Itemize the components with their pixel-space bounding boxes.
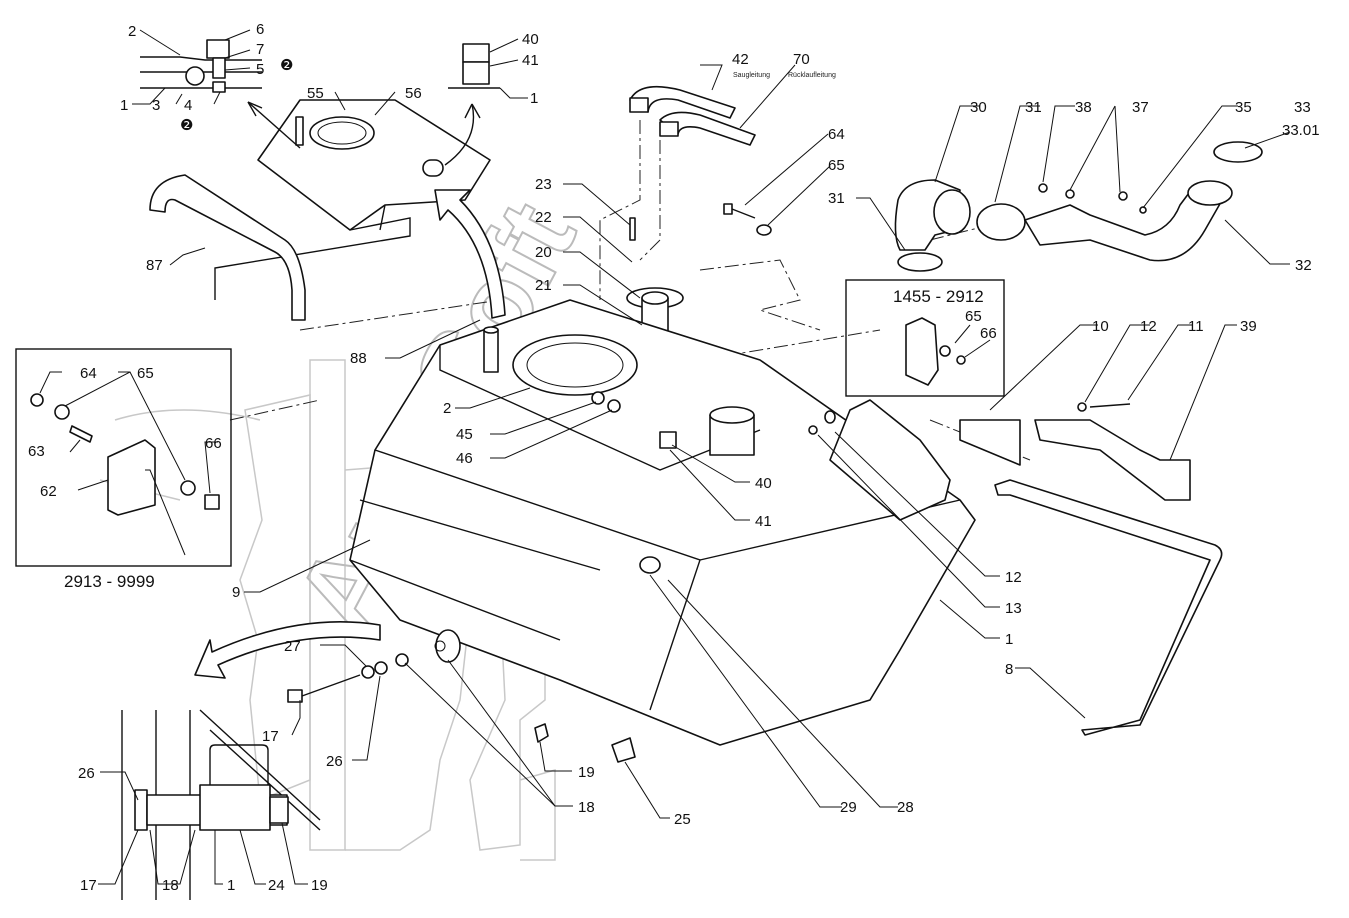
hose-note-return: Rücklaufleitung (788, 72, 836, 79)
callout: 4 (184, 97, 192, 114)
callout-marker: ❷ (280, 57, 293, 74)
assembly-arrow-up (434, 189, 506, 319)
callout: 12 (1140, 318, 1157, 335)
mount-cross-section (121, 709, 321, 900)
callout: 1 (227, 877, 235, 894)
fitting-40-41-top (448, 43, 500, 89)
callout: 62 (40, 483, 57, 500)
callout: 2 (443, 400, 451, 417)
tank-top-detail (214, 99, 491, 300)
callout: 18 (578, 799, 595, 816)
callout: 26 (326, 753, 343, 770)
callout: 46 (456, 450, 473, 467)
hose-note-suction: Saugleitung (733, 72, 770, 79)
callout: 64 (828, 126, 845, 143)
callout: 17 (262, 728, 279, 745)
mounting-brackets (808, 399, 1223, 736)
callout: 3 (152, 97, 160, 114)
callout: 56 (405, 85, 422, 102)
callout-marker: ❷ (180, 117, 193, 134)
inset-right-1455-2912 (845, 279, 1005, 397)
callout: 70 (793, 51, 810, 68)
callout: 21 (535, 277, 552, 294)
callout: 2 (128, 23, 136, 40)
callout: 40 (755, 475, 772, 492)
callout: 1 (1005, 631, 1013, 648)
callout: 19 (578, 764, 595, 781)
callout: 8 (1005, 661, 1013, 678)
range-label-left: 2913 - 9999 (64, 572, 155, 591)
callout: 88 (350, 350, 367, 367)
hose-87 (149, 174, 306, 321)
callout: 23 (535, 176, 552, 193)
callout: 31 (828, 190, 845, 207)
callout: 45 (456, 426, 473, 443)
callout: 66 (205, 435, 222, 452)
callout: 29 (840, 799, 857, 816)
inset-left-2913-9999 (15, 348, 232, 567)
callout: 41 (755, 513, 772, 530)
callout: 37 (1132, 99, 1149, 116)
callout: 1 (120, 97, 128, 114)
bolt-64-65 (723, 203, 772, 236)
callout: 66 (980, 325, 997, 342)
filler-neck-assembly (894, 141, 1263, 272)
callout: 13 (1005, 600, 1022, 617)
callout: 5 (256, 61, 264, 78)
callout: 55 (307, 85, 324, 102)
sender-unit (626, 217, 684, 339)
callout: 33.01 (1282, 122, 1320, 139)
callout: 30 (970, 99, 987, 116)
callout: 39 (1240, 318, 1257, 335)
callout: 65 (137, 365, 154, 382)
callout: 32 (1295, 257, 1312, 274)
clamp-detail (140, 39, 262, 93)
callout: 18 (162, 877, 179, 894)
nut-19 (534, 723, 549, 743)
callout: 26 (78, 765, 95, 782)
callout: 1 (530, 90, 538, 107)
callout: 35 (1235, 99, 1252, 116)
callout: 20 (535, 244, 552, 261)
sleeve-25 (611, 737, 636, 763)
callout: 19 (311, 877, 328, 894)
callout: 24 (268, 877, 285, 894)
callout: 42 (732, 51, 749, 68)
callout: 33 (1294, 99, 1311, 116)
callout: 9 (232, 584, 240, 601)
range-label-right: 1455 - 2912 (893, 287, 984, 306)
callout: 31 (1025, 99, 1042, 116)
callout: 12 (1005, 569, 1022, 586)
hoses-42-70 (629, 85, 756, 146)
callout: 28 (897, 799, 914, 816)
callout: 7 (256, 41, 264, 58)
callout: 87 (146, 257, 163, 274)
leader-lines (39, 29, 1291, 885)
callout: 27 (284, 638, 301, 655)
callout: 65 (965, 308, 982, 325)
callout: 25 (674, 811, 691, 828)
callout: 11 (1188, 318, 1204, 335)
callout: 63 (28, 443, 45, 460)
callout: 38 (1075, 99, 1092, 116)
callout: 22 (535, 209, 552, 226)
mount-bolt-17 (194, 621, 461, 703)
callout: 40 (522, 31, 539, 48)
callout: 6 (256, 21, 264, 38)
callout: 10 (1092, 318, 1109, 335)
callout-labels: 2 6 7 5 ❷ 1 3 4 ❷ 40 41 1 42 Saugleitung… (28, 21, 1320, 894)
callout: 64 (80, 365, 97, 382)
fuel-tank-body (349, 299, 976, 746)
callout: 17 (80, 877, 97, 894)
callout: 65 (828, 157, 845, 174)
callout: 41 (522, 52, 539, 69)
